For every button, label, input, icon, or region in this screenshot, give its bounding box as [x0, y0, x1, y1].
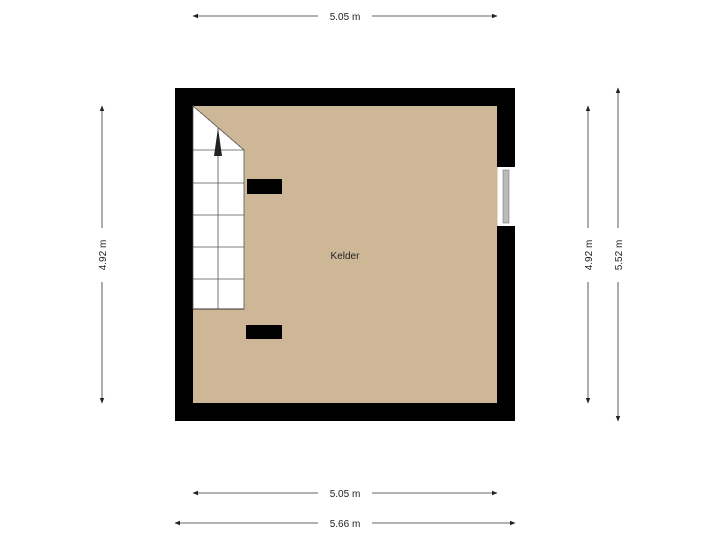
dimension-right-outer: 5.52 m	[614, 87, 625, 422]
dimension-bottom-outer: 5.66 m	[174, 519, 516, 530]
svg-text:5.05 m: 5.05 m	[330, 489, 361, 500]
svg-text:4.92 m: 4.92 m	[584, 240, 595, 271]
stair-direction-arrow-icon	[214, 128, 222, 156]
dimension-right-inner: 4.92 m	[584, 105, 595, 404]
stairs	[192, 105, 245, 310]
column-block	[247, 179, 282, 194]
svg-text:5.52 m: 5.52 m	[614, 240, 625, 271]
svg-text:5.05 m: 5.05 m	[330, 12, 361, 23]
column-block	[246, 325, 282, 339]
dimension-bottom-inner: 5.05 m	[192, 489, 498, 500]
dimension-top: 5.05 m	[192, 12, 498, 23]
svg-text:5.66 m: 5.66 m	[330, 519, 361, 530]
svg-text:4.92 m: 4.92 m	[98, 240, 109, 271]
room-label: Kelder	[331, 251, 361, 262]
dimension-left: 4.92 m	[98, 105, 109, 404]
window-icon	[502, 169, 510, 224]
